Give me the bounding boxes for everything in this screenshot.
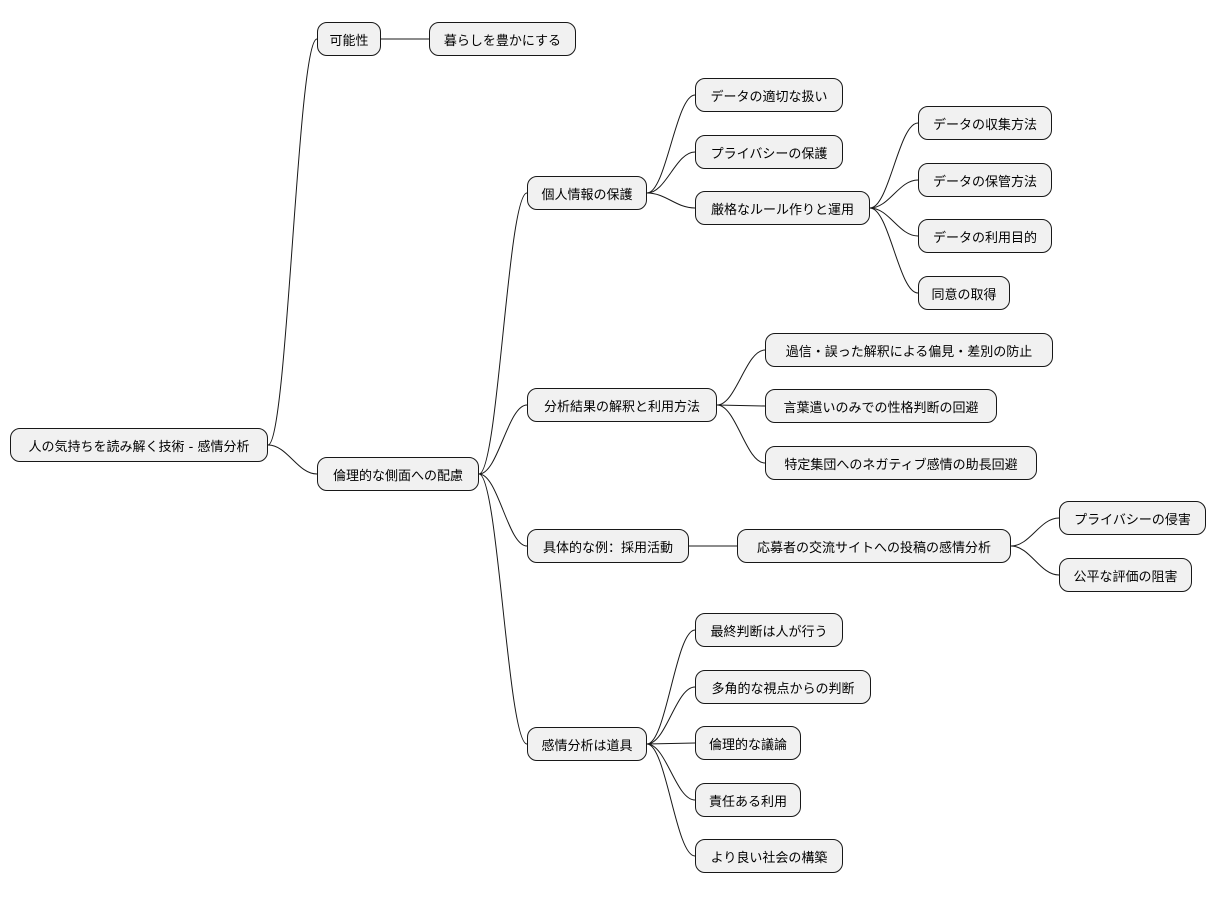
connector-node-fair-evaluation	[1010, 545, 1060, 576]
connector-node-storage-method	[869, 179, 919, 209]
node-privacy-violation: プライバシーの侵害	[1059, 501, 1206, 535]
node-tool: 感情分析は道具	[527, 727, 647, 761]
connector-node-avoid-negative-promotion	[716, 404, 766, 464]
node-enrich-life: 暮らしを豊かにする	[429, 22, 576, 56]
node-responsible-use: 責任ある利用	[695, 783, 801, 817]
connector-node-consent	[869, 207, 919, 294]
node-ethics: 倫理的な側面への配慮	[317, 457, 479, 491]
connector-node-proper-handling	[646, 94, 696, 194]
node-applicant-sns-analysis: 応募者の交流サイトへの投稿の感情分析	[737, 529, 1011, 563]
connector-node-usage-purpose	[869, 207, 919, 237]
connector-node-ethics	[267, 444, 318, 475]
node-final-judgment: 最終判断は人が行う	[695, 613, 843, 647]
connector-node-privacy-protection	[646, 151, 696, 194]
node-ethical-discussion: 倫理的な議論	[695, 726, 801, 760]
node-avoid-negative-promotion: 特定集団へのネガティブ感情の助長回避	[765, 446, 1037, 480]
node-possibility: 可能性	[317, 22, 381, 56]
connector-node-prevent-bias	[716, 349, 766, 406]
connector-node-tool	[478, 473, 528, 745]
connector-node-ethical-discussion	[646, 742, 696, 745]
node-interpretation-usage: 分析結果の解釈と利用方法	[527, 388, 717, 422]
node-proper-handling: データの適切な扱い	[695, 78, 843, 112]
node-strict-rules: 厳格なルール作りと運用	[695, 191, 870, 225]
connector-node-privacy-protection-group	[478, 192, 528, 475]
node-privacy-protection-group: 個人情報の保護	[527, 176, 647, 210]
node-storage-method: データの保管方法	[918, 163, 1052, 197]
connector-node-privacy-violation	[1010, 517, 1060, 547]
connector-node-multi-perspective	[646, 686, 696, 745]
connector-node-strict-rules	[646, 192, 696, 209]
node-privacy-protection: プライバシーの保護	[695, 135, 843, 169]
node-prevent-bias: 過信・誤った解釈による偏見・差別の防止	[765, 333, 1053, 367]
connector-node-responsible-use	[646, 743, 696, 801]
connector-node-better-society	[646, 743, 696, 857]
connector-node-collection-method	[869, 122, 919, 209]
node-multi-perspective: 多角的な視点からの判断	[695, 670, 871, 704]
connector-node-final-judgment	[646, 629, 696, 745]
node-usage-purpose: データの利用目的	[918, 219, 1052, 253]
node-consent: 同意の取得	[918, 276, 1010, 310]
node-root: 人の気持ちを読み解く技術 - 感情分析	[10, 428, 268, 462]
node-example-hiring: 具体的な例：採用活動	[527, 529, 689, 563]
node-collection-method: データの収集方法	[918, 106, 1052, 140]
node-avoid-personality-judgment: 言葉遣いのみでの性格判断の回避	[765, 389, 997, 423]
node-fair-evaluation: 公平な評価の阻害	[1059, 558, 1192, 592]
connector-node-possibility	[267, 38, 318, 446]
connector-node-interpretation-usage	[478, 404, 528, 475]
connector-node-example-hiring	[478, 473, 528, 547]
node-better-society: より良い社会の構築	[695, 839, 843, 873]
connector-node-avoid-personality-judgment	[716, 404, 766, 407]
